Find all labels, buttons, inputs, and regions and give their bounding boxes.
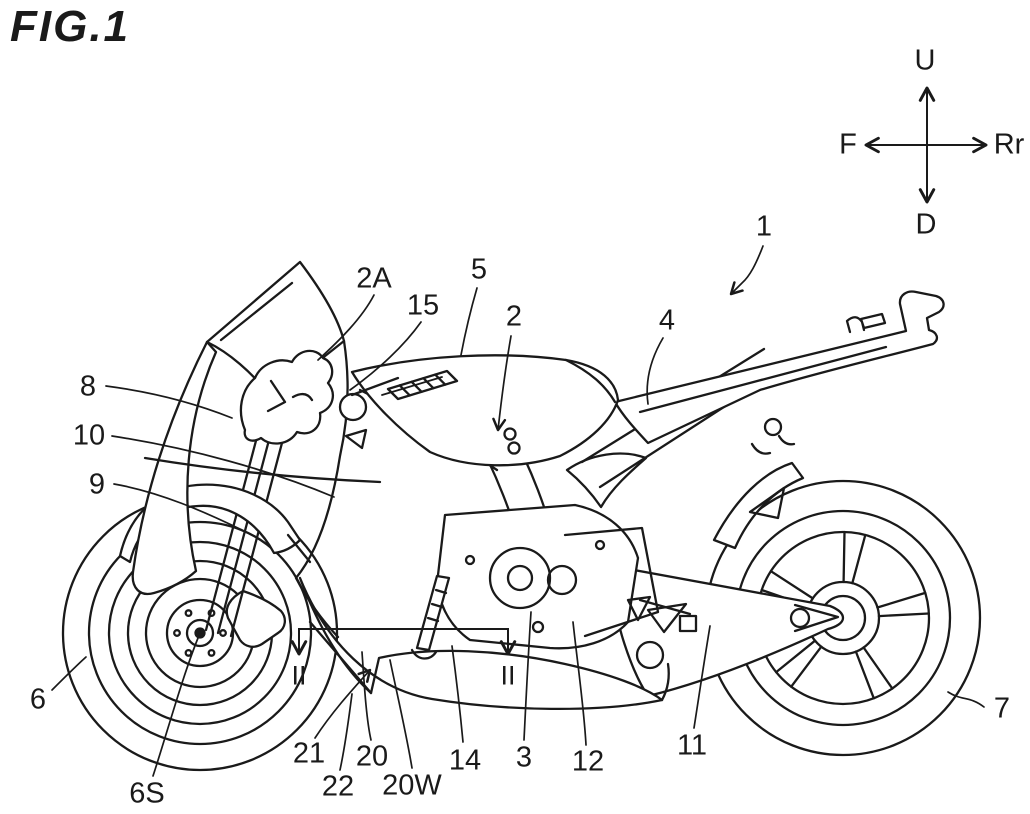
engine	[436, 427, 692, 650]
leader-8	[105, 385, 233, 419]
ref-label-21: 21	[292, 737, 326, 770]
handlebar-cluster	[239, 349, 400, 445]
tail-cowl	[613, 290, 945, 455]
leader-2	[492, 335, 512, 432]
ref-label-2: 2	[505, 300, 523, 333]
leader-12	[572, 621, 587, 746]
leader-15	[349, 321, 422, 391]
ref-label-22: 22	[321, 770, 355, 803]
ref-label-6s: 6S	[129, 777, 165, 810]
compass-label-rr: Rr	[993, 128, 1025, 161]
leader-20W	[389, 659, 413, 769]
leader-lines	[51, 245, 985, 777]
ref-label-12: 12	[571, 745, 605, 778]
leader-4	[646, 337, 664, 405]
compass-label-u: U	[914, 44, 936, 77]
leader-1	[729, 245, 764, 296]
ref-label-11: 11	[676, 729, 708, 762]
section-marker-label: II	[500, 660, 516, 691]
section-marker-label: II	[291, 660, 307, 691]
ref-label-3: 3	[515, 741, 533, 774]
leader-10	[111, 435, 335, 498]
ref-label-2a: 2A	[356, 262, 392, 295]
stand-strut	[410, 574, 451, 660]
leader-22	[339, 693, 353, 771]
section-cut-bracket	[290, 628, 517, 656]
ref-label-8: 8	[79, 370, 97, 403]
compass-label-f: F	[839, 128, 857, 161]
leader-3	[523, 611, 532, 741]
ref-label-15: 15	[406, 289, 440, 322]
ref-label-4: 4	[658, 304, 676, 337]
leader-11	[693, 625, 711, 729]
leader-14	[451, 645, 464, 743]
ref-label-1: 1	[755, 210, 773, 243]
ref-label-20w: 20W	[382, 769, 442, 802]
motorcycle-art	[61, 260, 982, 772]
ref-label-5: 5	[470, 253, 488, 286]
ref-label-10: 10	[72, 419, 106, 452]
leader-9	[113, 483, 243, 531]
figure-title: FIG.1	[10, 2, 131, 51]
leader-6	[51, 656, 87, 691]
rear-fender	[712, 461, 805, 550]
fuel-tank	[350, 354, 620, 467]
ref-label-14: 14	[448, 744, 482, 777]
ref-label-6: 6	[29, 683, 47, 716]
ref-label-20: 20	[355, 740, 389, 773]
ref-label-9: 9	[88, 468, 106, 501]
ref-label-7: 7	[993, 692, 1011, 725]
swingarm	[605, 563, 845, 698]
leader-20	[361, 651, 372, 741]
leader-5	[460, 287, 478, 356]
leader-6S	[152, 637, 199, 777]
brake-caliper	[225, 589, 286, 648]
leader-21	[314, 668, 372, 739]
front-wheel	[61, 494, 339, 772]
compass-rose	[864, 86, 988, 204]
leader-2A	[317, 294, 375, 361]
leader-7	[947, 691, 985, 708]
compass-label-d: D	[915, 208, 937, 241]
